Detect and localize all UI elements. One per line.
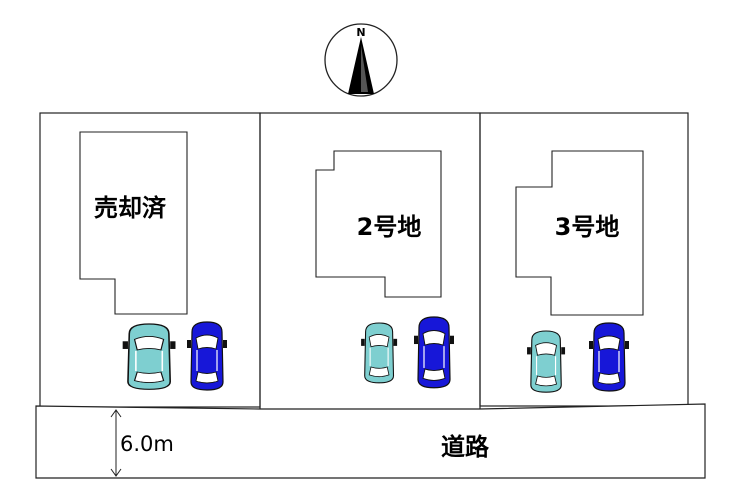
car-cyan-lot-1 xyxy=(121,323,177,391)
car-blue-lot-1 xyxy=(186,321,228,391)
compass-label: N xyxy=(356,26,365,39)
house-footprints xyxy=(79,131,644,316)
compass: N xyxy=(324,23,398,97)
dimension-arrow-bottom xyxy=(110,468,122,477)
road-outline xyxy=(35,403,706,479)
car-blue-lot-3 xyxy=(588,322,630,392)
house-2-footprint xyxy=(315,150,442,298)
dimension-arrow-top xyxy=(110,409,122,418)
lot-2-label: 2号地 xyxy=(357,213,422,241)
road: 6.0m 道路 xyxy=(35,403,706,479)
lot-1-label: 売却済 xyxy=(94,194,167,222)
north-arrow-highlight xyxy=(361,45,368,92)
car-cyan-lot-2 xyxy=(360,322,398,384)
house-1-footprint xyxy=(79,131,188,315)
road-label: 道路 xyxy=(441,433,490,461)
car-blue-lot-2 xyxy=(413,316,455,389)
house-3-footprint xyxy=(515,150,644,316)
lot-3-boundary xyxy=(479,112,689,407)
lot-3-label: 3号地 xyxy=(555,213,620,241)
car-cyan-lot-3 xyxy=(526,330,566,393)
road-width-label: 6.0m xyxy=(120,432,174,456)
